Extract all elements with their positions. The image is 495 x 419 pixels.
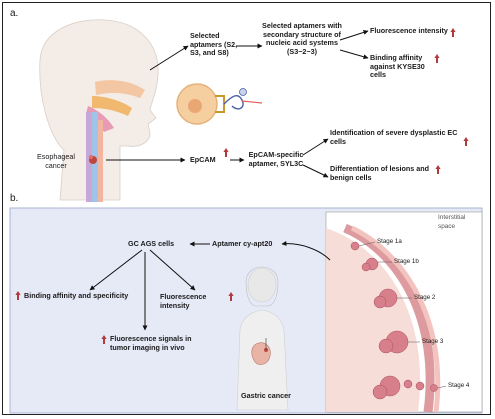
secondary-structure-text: Selected aptamers with secondary structu… [262,21,342,56]
up-arrow-icon [15,291,21,300]
fluorescence-signals-text: Fluorescence signals in tumor imaging in… [110,334,192,352]
stage-label: Stage 2 [414,294,436,301]
up-arrow-icon [463,137,469,146]
binding-specificity-text: Binding affinity and specificity [24,291,129,300]
up-arrow-icon [228,292,234,301]
aptamer-cy-text: Aptamer cy-apt20 [212,239,273,248]
panel-a-label: a. [10,8,19,19]
up-arrow-icon [434,54,440,63]
patient-illustration [236,266,289,411]
up-arrow-icon [223,148,229,157]
fluorescence-intensity-a-text: Fluorescence intensity [370,26,448,35]
panel-b-arrows [89,241,331,331]
panel-a-arrows [106,29,369,178]
gastric-cancer-label: Gastric cancer [241,391,291,400]
epcam-aptamer-text: EpCAM-specific aptamer, SYL3C [248,150,304,168]
differentiation-text: Differentiation of lesions and benign ce… [330,164,430,182]
up-arrow-icon [435,165,441,174]
stage-label: Stage 1a [377,238,402,245]
stage-label: Stage 3 [422,338,444,345]
figure-frame [2,2,491,415]
esophageal-cancer-label: Esophageal cancer [37,152,75,170]
gc-ags-cells-text: GC AGS cells [128,239,175,248]
up-arrow-icon [450,28,456,37]
fluorescence-intensity-b-text: Fluorescence intensity [160,292,207,310]
tissue-cross-section [325,211,483,413]
stage-label: Stage 4 [448,382,470,389]
epcam-text: EpCAM [190,155,216,164]
stage-label: Stage 1b [394,258,419,265]
identification-text: Identification of severe dysplastic EC c… [330,128,458,146]
selected-aptamers-text: Selected aptamers (S2, S3, and S8) [190,31,238,58]
cell-aptamer-illustration [176,83,263,125]
binding-affinity-text: Binding affinity against KYSE30 cells [370,53,425,80]
up-arrow-icon [101,335,107,344]
panel-b-label: b. [10,193,19,204]
increase-arrows [15,28,469,344]
interstitial-space-label: Interstitial space [438,214,466,230]
head-illustration [39,19,159,202]
